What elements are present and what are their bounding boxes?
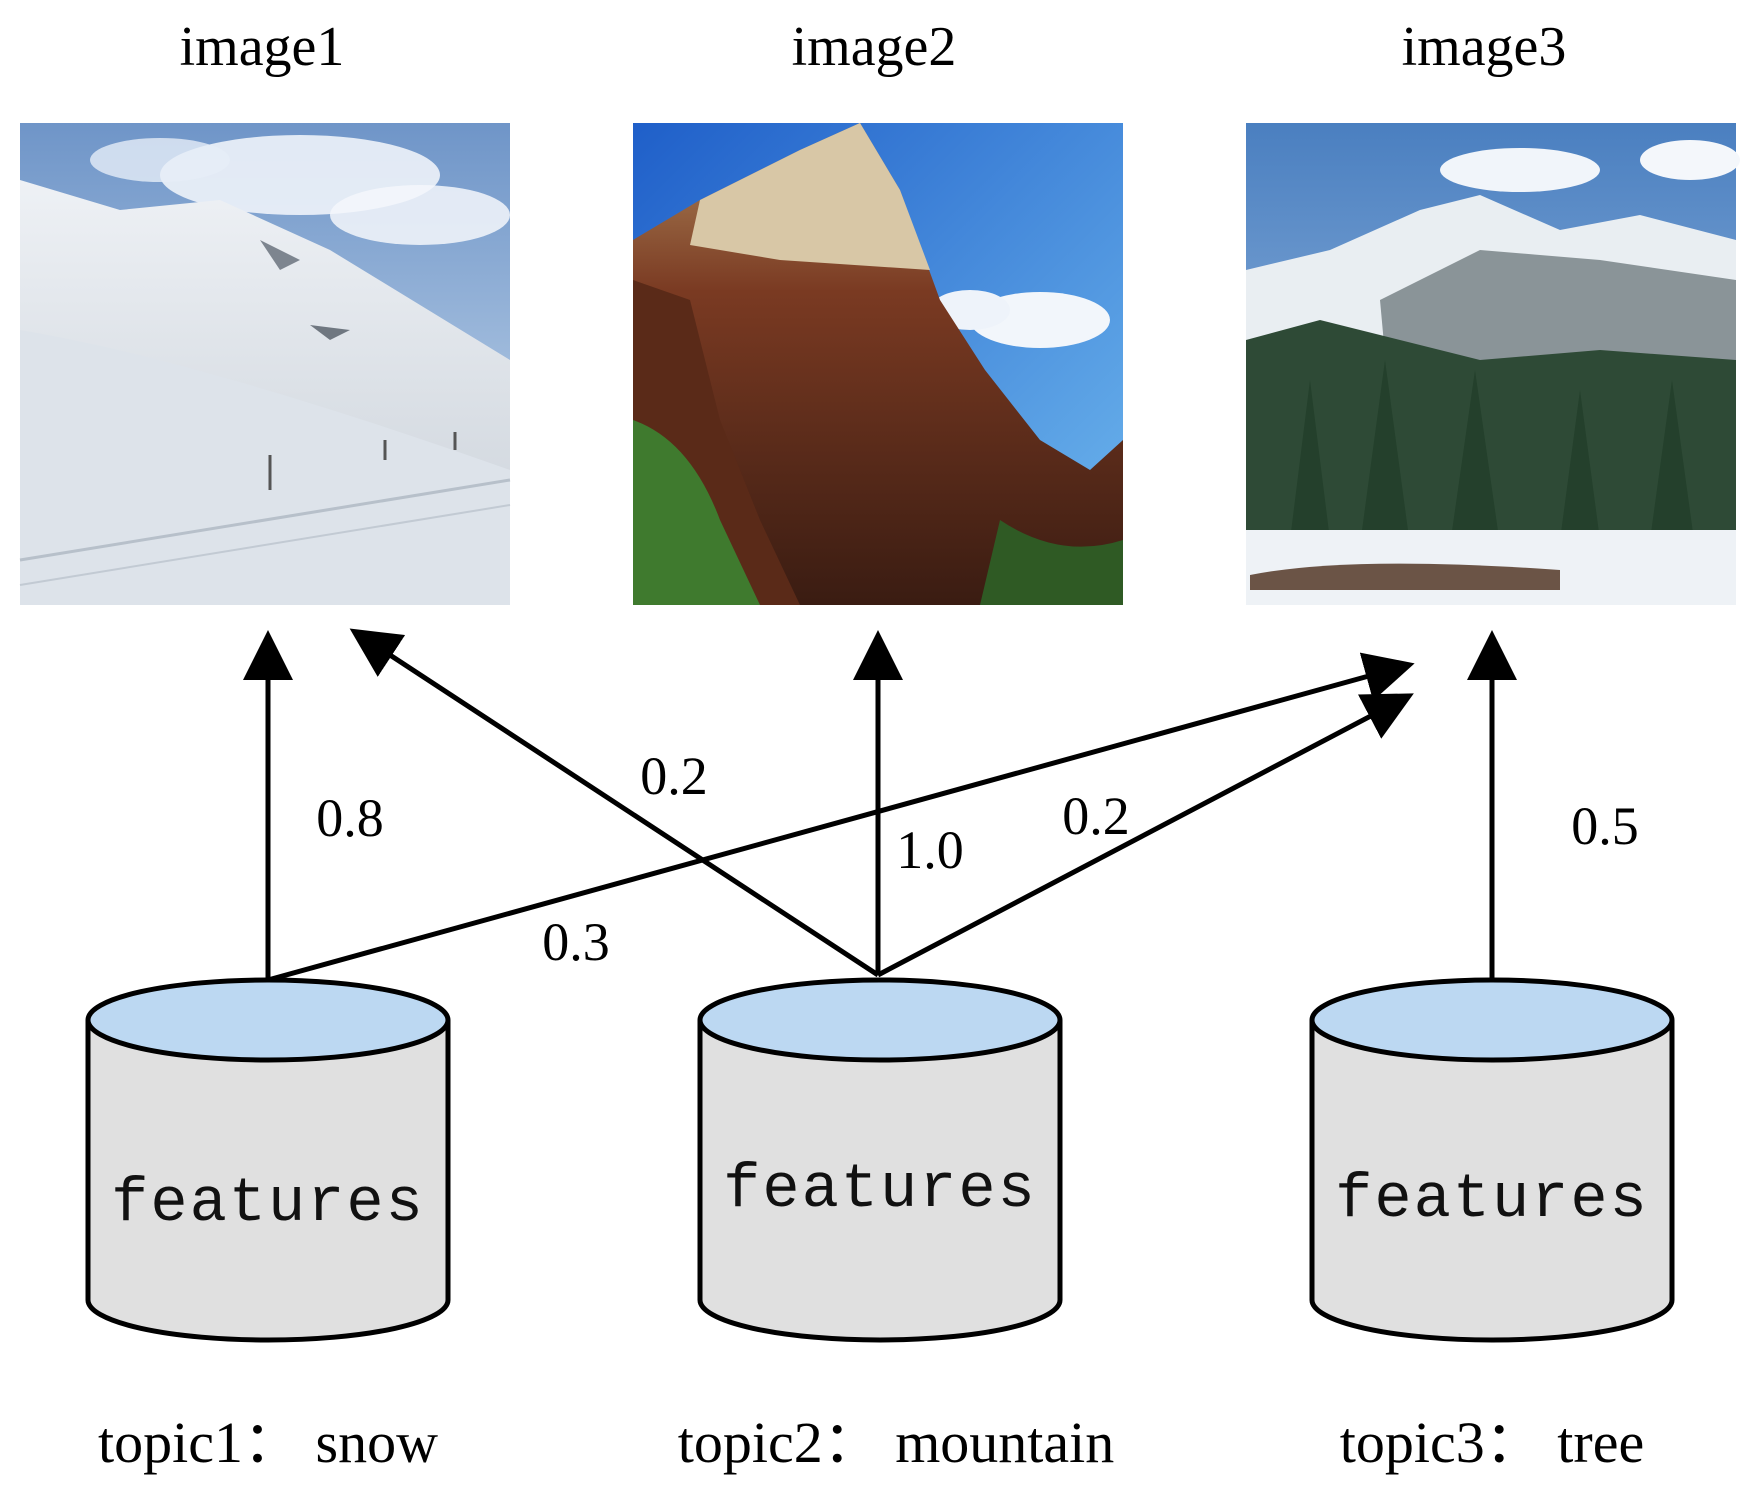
topic2-features-label: features xyxy=(723,1154,1037,1225)
weight-topic2-image1: 0.2 xyxy=(640,746,708,806)
topic1-label: topic1： snow xyxy=(98,1410,438,1475)
topic2-label: topic2： mountain xyxy=(678,1410,1115,1475)
weight-topic2-image3: 0.2 xyxy=(1062,786,1130,846)
image2-photo xyxy=(633,123,1123,605)
image1-photo xyxy=(19,123,511,605)
image3-photo xyxy=(1246,123,1740,605)
image1-title: image1 xyxy=(180,16,345,78)
topic3-feature-store: features xyxy=(1309,977,1675,1343)
topic3-features-label: features xyxy=(1335,1164,1649,1235)
edge-topic1-image3 xyxy=(267,652,1415,983)
topic3-label: topic3： tree xyxy=(1340,1410,1644,1475)
topic1-features-label: features xyxy=(111,1168,425,1239)
image3-title: image3 xyxy=(1402,16,1567,78)
weight-topic1-image1: 0.8 xyxy=(316,788,384,848)
weight-topic3-image3: 0.5 xyxy=(1571,796,1639,856)
image2-title: image2 xyxy=(792,16,957,78)
weight-topic1-image3: 0.3 xyxy=(542,912,610,972)
topic1-feature-store: features xyxy=(85,977,451,1343)
topic2-feature-store: features xyxy=(697,977,1063,1343)
edge-topic2-image3 xyxy=(876,693,1414,978)
edge-topic2-image1 xyxy=(349,628,880,978)
weight-topic2-image2: 1.0 xyxy=(896,820,964,880)
